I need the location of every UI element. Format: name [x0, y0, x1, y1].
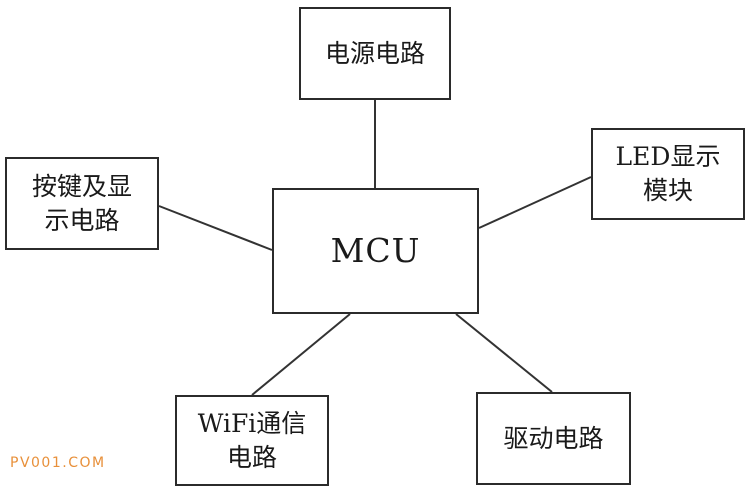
connector-wifi-mcu	[251, 313, 351, 396]
drive-circuit-block: 驱动电路	[476, 392, 631, 485]
connector-led-mcu	[478, 176, 592, 229]
drive-circuit-label: 驱动电路	[503, 423, 604, 453]
mcu-label: MCU	[330, 230, 421, 270]
power-circuit-label: 电源电路	[324, 38, 425, 68]
wifi-circuit-label-line2: 电路	[226, 442, 277, 472]
connector-keys-mcu	[158, 205, 273, 251]
keys-display-label-line1: 按键及显	[31, 171, 132, 201]
watermark-text: PV001.COM	[10, 455, 106, 471]
power-circuit-block: 电源电路	[299, 7, 451, 100]
led-display-module-block: LED显示 模块	[591, 128, 745, 220]
keys-display-label-line2: 示电路	[44, 205, 120, 235]
keys-display-circuit-block: 按键及显 示电路	[5, 157, 159, 250]
led-display-label-line1: LED显示	[615, 142, 721, 172]
connector-drive-mcu	[455, 313, 553, 393]
led-display-label-line2: 模块	[642, 176, 693, 205]
wifi-circuit-block: WiFi通信 电路	[175, 395, 329, 486]
mcu-block: MCU	[272, 188, 479, 314]
wifi-circuit-label-line1: WiFi通信	[197, 408, 307, 438]
